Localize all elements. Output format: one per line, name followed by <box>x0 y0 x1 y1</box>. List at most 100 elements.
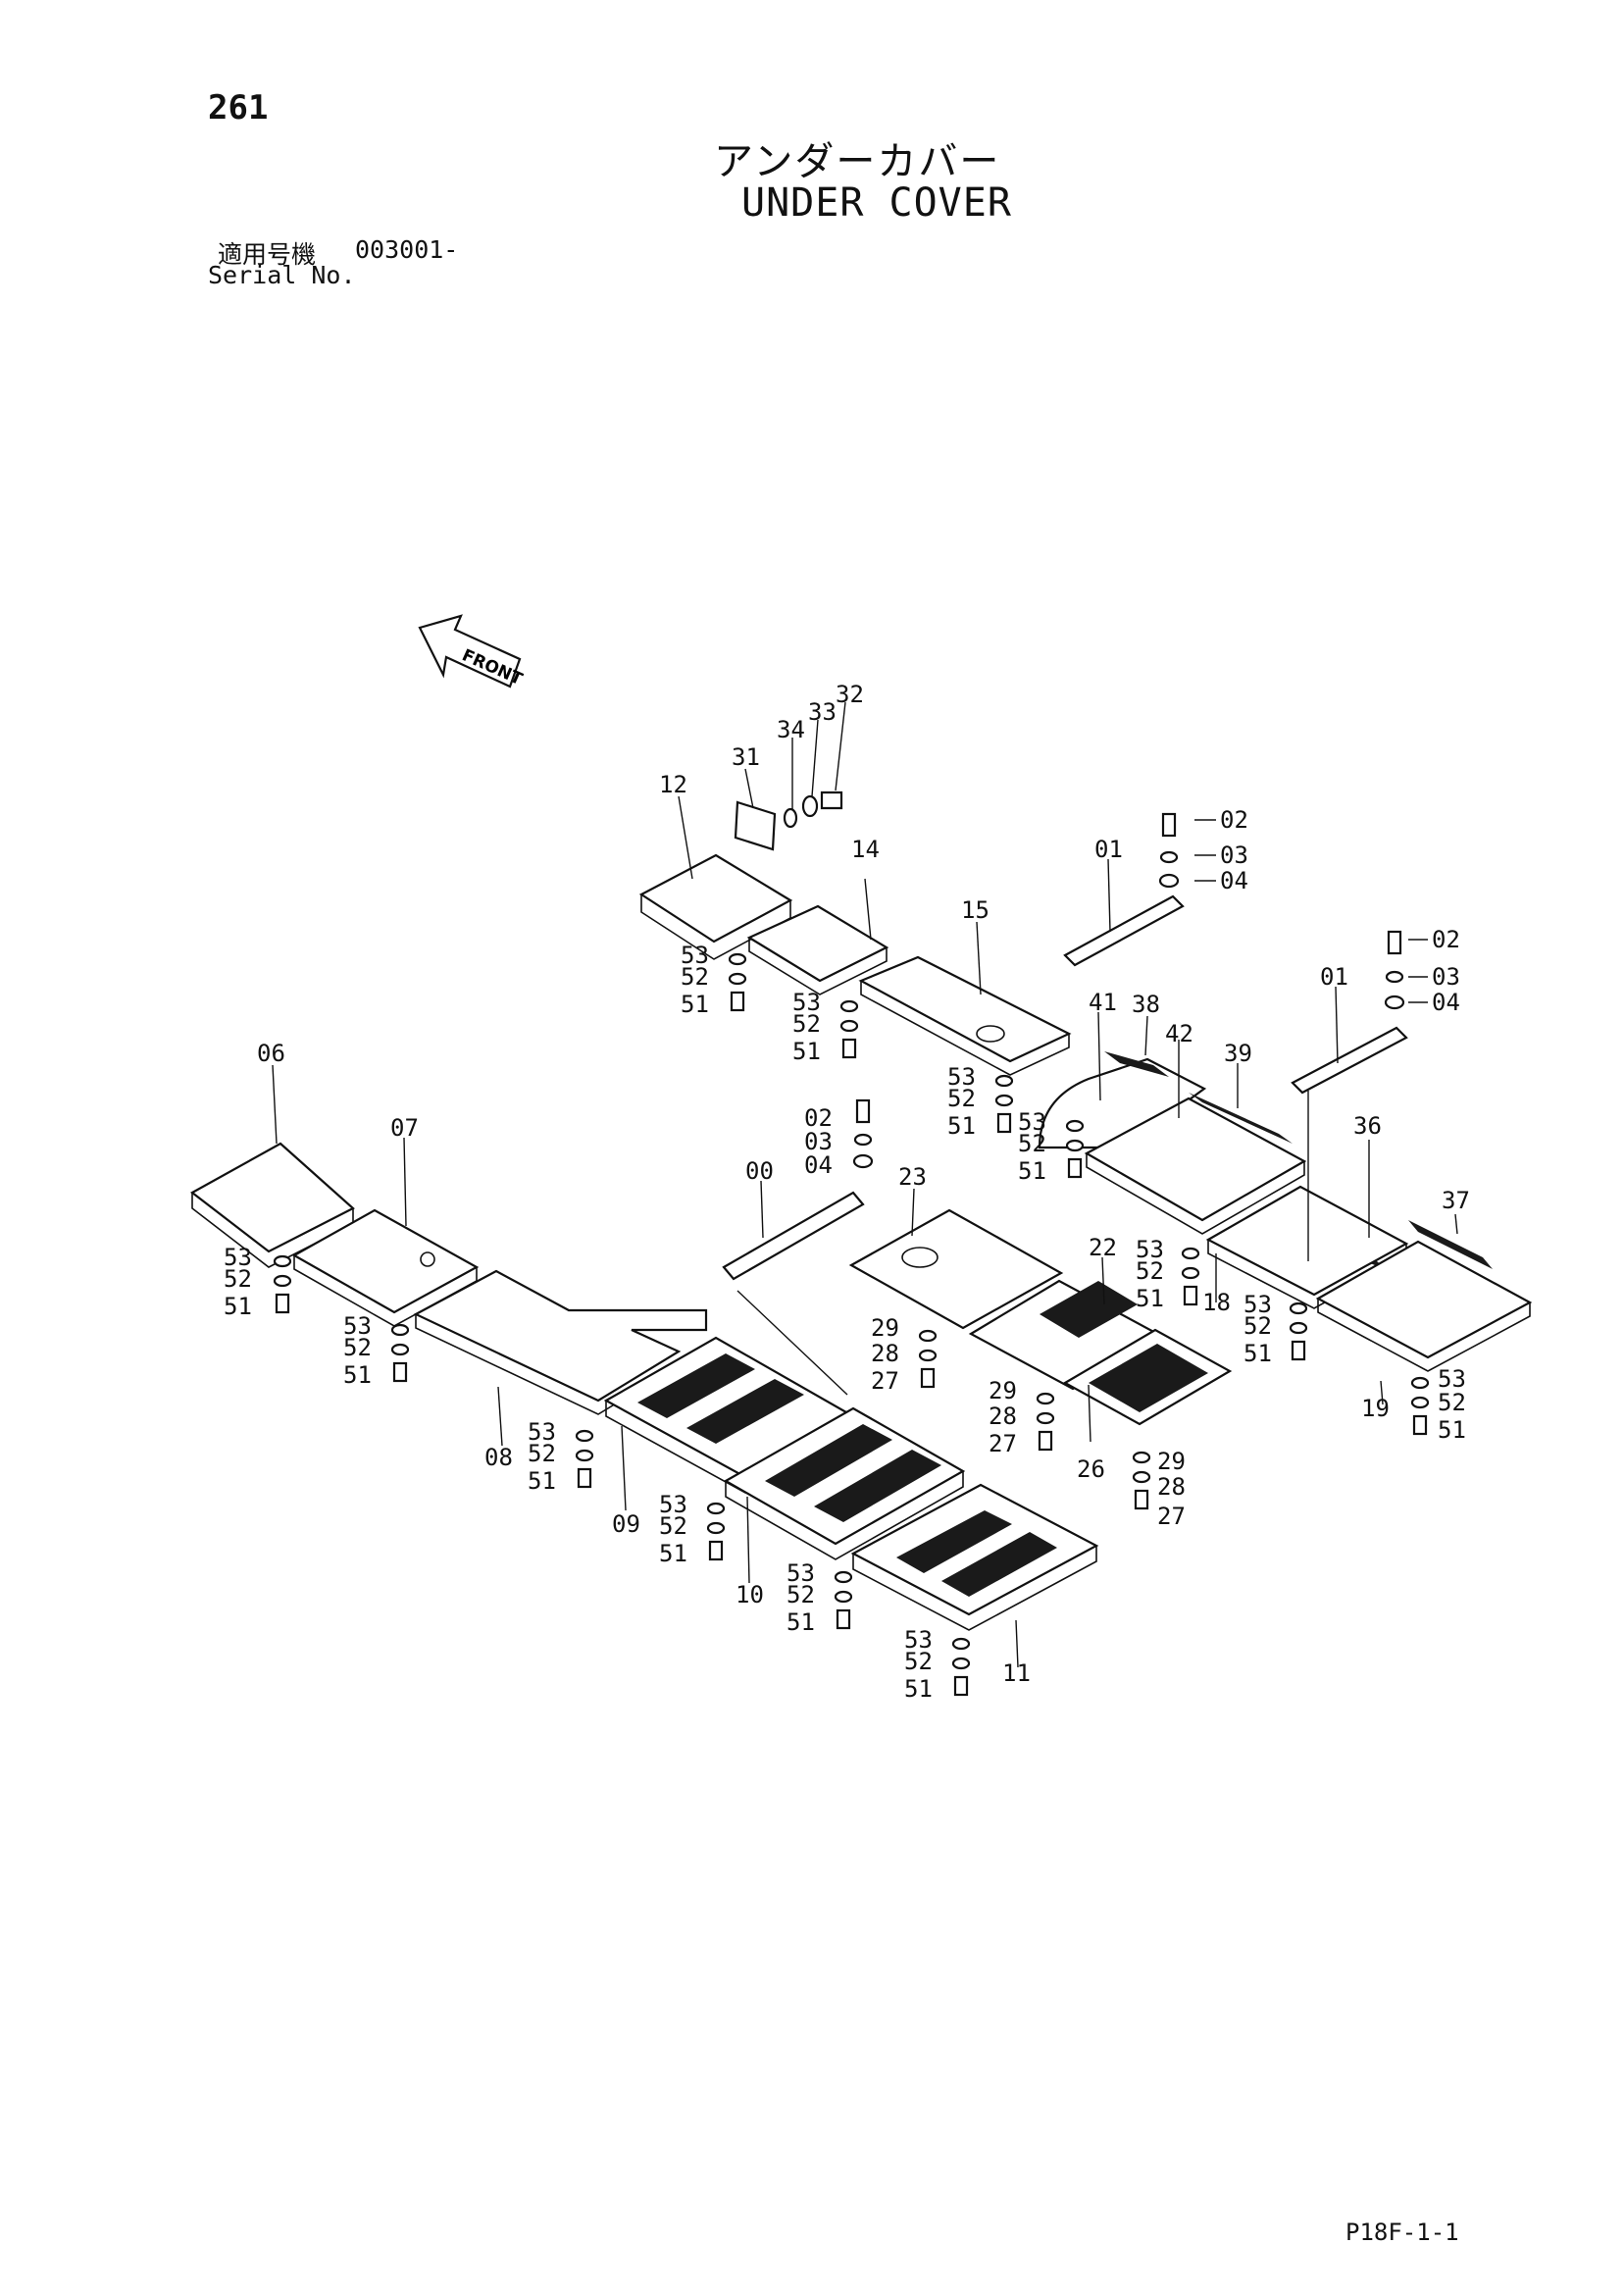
callout-53: 53 <box>528 1418 556 1446</box>
part-38-seal-strip <box>1104 1051 1169 1077</box>
callout-52: 52 <box>659 1512 687 1540</box>
hardware-stack <box>951 1637 971 1697</box>
callout-52: 52 <box>904 1648 933 1675</box>
callout-52: 52 <box>1018 1130 1046 1157</box>
callout-04-mid: 04 <box>804 1151 833 1179</box>
callout-14: 14 <box>851 836 880 863</box>
callout-03-right: 03 <box>1432 963 1460 991</box>
hardware-stack <box>390 1323 410 1383</box>
part-11-cover <box>850 1483 1099 1631</box>
hardware-stack <box>1065 1119 1085 1179</box>
callout-52: 52 <box>681 963 709 991</box>
callout-51: 51 <box>1438 1416 1466 1444</box>
drawing-code: P18F-1-1 <box>1345 2219 1459 2246</box>
callout-01-upper: 01 <box>1094 836 1123 863</box>
hardware-stack <box>918 1329 938 1389</box>
callout-51: 51 <box>947 1112 976 1140</box>
part-10-cover <box>723 1406 966 1560</box>
callout-02-right: 02 <box>1432 926 1460 953</box>
callout-53: 53 <box>224 1244 252 1271</box>
part-14-cover <box>746 904 889 995</box>
callout-28-left: 28 <box>871 1340 899 1367</box>
callout-11: 11 <box>1002 1659 1031 1687</box>
part-23-cover <box>848 1208 1064 1330</box>
hardware-stack <box>1410 1376 1430 1436</box>
callout-51: 51 <box>904 1675 933 1703</box>
callout-29-mid: 29 <box>989 1377 1017 1404</box>
serial-number-value: 003001- <box>355 235 459 264</box>
part-01-bracket-right <box>1291 1026 1408 1095</box>
callout-12: 12 <box>659 771 687 798</box>
callout-52: 52 <box>1243 1312 1272 1340</box>
part-26-cover <box>1062 1328 1233 1426</box>
callout-52: 52 <box>343 1334 372 1361</box>
callout-33: 33 <box>808 698 837 726</box>
callout-02-upper: 02 <box>1220 806 1248 834</box>
hardware-stack <box>706 1502 726 1561</box>
callout-51: 51 <box>792 1038 821 1065</box>
part-31-bracket <box>734 791 843 851</box>
callout-28: 28 <box>1157 1473 1186 1501</box>
callout-42: 42 <box>1165 1020 1193 1047</box>
callout-53: 53 <box>343 1312 372 1340</box>
callout-04-upper: 04 <box>1220 867 1248 894</box>
callout-02-mid: 02 <box>804 1104 833 1132</box>
page-title-english: UNDER COVER <box>741 180 1012 226</box>
part-00-bracket <box>722 1191 865 1281</box>
callout-22: 22 <box>1089 1234 1117 1261</box>
hardware-stack <box>1384 930 1405 1010</box>
part-15-cover <box>858 955 1072 1076</box>
hardware-stack <box>1181 1247 1200 1306</box>
callout-labels: 12 31 34 33 32 14 15 01 02 03 04 01 02 0… <box>224 681 1470 1703</box>
callout-51: 51 <box>659 1540 687 1567</box>
hardware-stack <box>852 1098 874 1169</box>
callout-51: 51 <box>1243 1340 1272 1367</box>
callout-27-left: 27 <box>871 1367 899 1395</box>
callout-41: 41 <box>1089 989 1117 1016</box>
callout-27: 27 <box>1157 1503 1186 1530</box>
hardware-stack <box>575 1429 594 1489</box>
callout-52: 52 <box>224 1265 252 1293</box>
callout-53: 53 <box>947 1063 976 1091</box>
callout-53: 53 <box>792 989 821 1016</box>
part-01-bracket-upper <box>1063 894 1185 967</box>
part-42-cover <box>1084 1097 1307 1235</box>
callout-28-mid: 28 <box>989 1403 1017 1430</box>
callout-52: 52 <box>528 1440 556 1467</box>
callout-38: 38 <box>1132 991 1160 1018</box>
hardware-stack <box>1132 1451 1151 1510</box>
callout-51: 51 <box>224 1293 252 1320</box>
callout-04-right: 04 <box>1432 989 1460 1016</box>
callout-51: 51 <box>681 991 709 1018</box>
callout-52: 52 <box>792 1010 821 1038</box>
callout-15: 15 <box>961 896 990 924</box>
serial-label-japanese: 適用号機 <box>218 240 317 269</box>
hardware-stack <box>834 1570 853 1630</box>
callout-34: 34 <box>777 716 805 743</box>
callout-39: 39 <box>1224 1040 1252 1067</box>
part-06-cover <box>190 1142 355 1268</box>
callout-06: 06 <box>257 1040 285 1067</box>
callout-53: 53 <box>904 1626 933 1654</box>
callout-29-left: 29 <box>871 1314 899 1342</box>
callout-29: 29 <box>1157 1448 1186 1475</box>
hardware-stack <box>1158 812 1180 889</box>
callout-07: 07 <box>390 1114 419 1142</box>
callout-03-mid: 03 <box>804 1128 833 1155</box>
part-37-seal-strip <box>1408 1220 1493 1269</box>
part-39-seal-strip <box>1189 1093 1293 1144</box>
callout-51: 51 <box>528 1467 556 1495</box>
callout-03-upper: 03 <box>1220 842 1248 869</box>
hardware-stack <box>839 999 859 1059</box>
callout-27-mid: 27 <box>989 1430 1017 1457</box>
callout-51: 51 <box>343 1361 372 1389</box>
page-title-japanese: アンダーカバー <box>714 139 1001 184</box>
callout-53: 53 <box>659 1491 687 1518</box>
callout-52: 52 <box>787 1581 815 1608</box>
callout-52: 52 <box>1438 1389 1466 1416</box>
callout-51: 51 <box>1136 1285 1164 1312</box>
callout-37: 37 <box>1442 1187 1470 1214</box>
callout-52: 52 <box>947 1085 976 1112</box>
leader-lines <box>272 701 1458 1668</box>
